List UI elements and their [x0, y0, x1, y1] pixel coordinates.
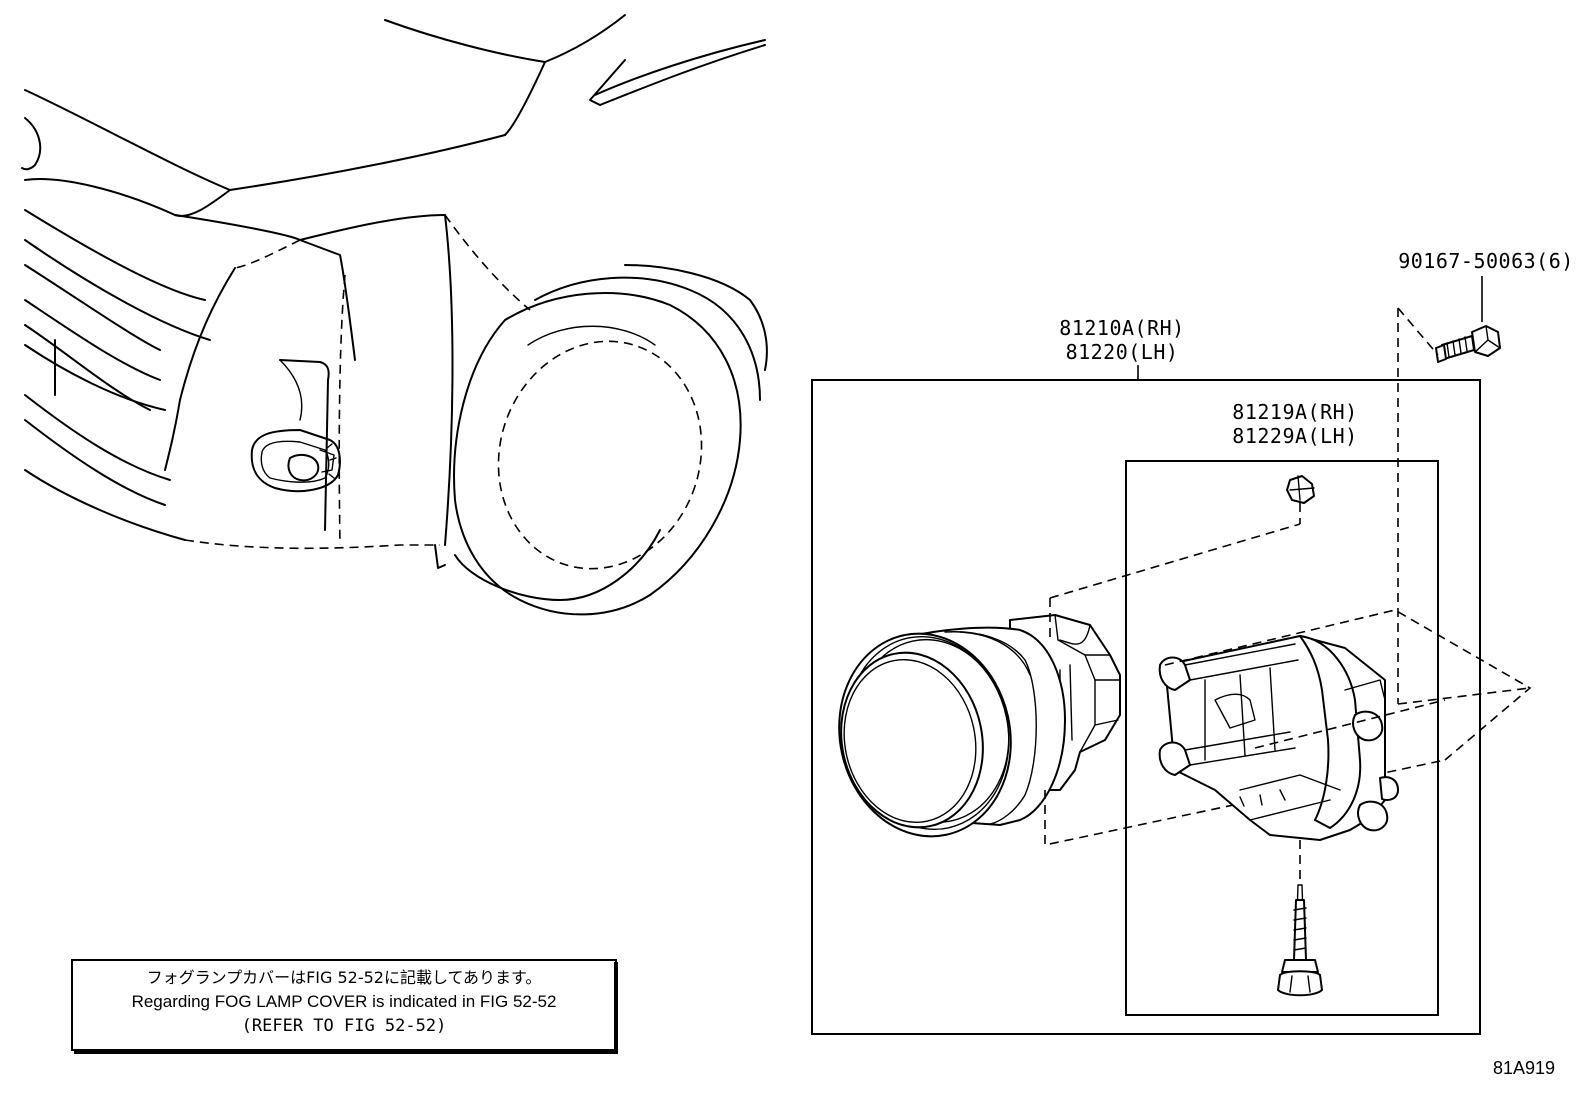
assembly-group-box	[811, 379, 1481, 1035]
note-english: Regarding FOG LAMP COVER is indicated in…	[132, 992, 557, 1011]
fog-lamp-icon[interactable]	[821, 523, 1446, 852]
label-bracket-lh[interactable]: 81229A(LH)	[1232, 424, 1357, 448]
label-bracket-rh[interactable]: 81219A(RH)	[1232, 400, 1357, 424]
note-box: フォグランプカバーはFIG 52-52に記載してあります。 Regarding …	[71, 959, 618, 1054]
label-assembly-rh[interactable]: 81210A(RH)	[1059, 316, 1184, 340]
label-assembly-lh[interactable]: 81220(LH)	[1066, 340, 1179, 364]
bracket-group-box	[1125, 460, 1439, 1016]
note-japanese: フォグランプカバーはFIG 52-52に記載してあります。	[147, 968, 542, 987]
note-refer: (REFER TO FIG 52-52)	[242, 1016, 447, 1036]
bracket-icon[interactable]	[1158, 307, 1532, 885]
screw-icon[interactable]	[1435, 325, 1501, 363]
label-screw[interactable]: 90167-50063(6)	[1398, 249, 1574, 273]
adjuster-screw-icon[interactable]	[1277, 884, 1323, 997]
figure-code: 81A919	[1493, 1058, 1555, 1078]
vehicle-front-bumper-illustration	[21, 14, 768, 616]
